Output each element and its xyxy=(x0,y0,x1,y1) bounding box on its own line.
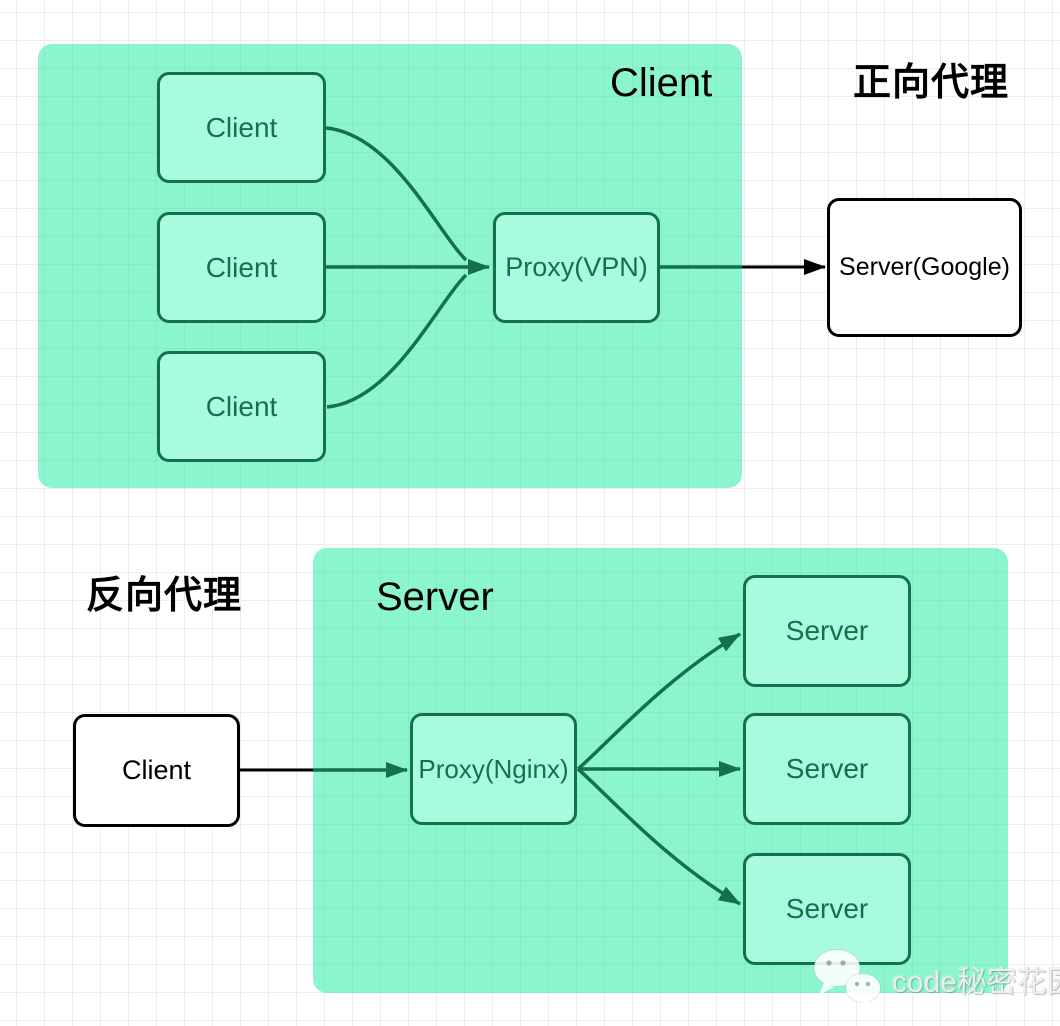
server-node-2: Server xyxy=(743,713,911,825)
forward-group-label: Client xyxy=(610,61,713,105)
wechat-icon xyxy=(813,949,881,1010)
server-google-node: Server(Google) xyxy=(827,198,1022,337)
reverse-proxy-title: 反向代理 xyxy=(86,575,243,617)
watermark: code秘密花园 xyxy=(810,946,1060,1012)
watermark-text: code秘密花园 xyxy=(892,966,1060,999)
proxy-nginx-node: Proxy(Nginx) xyxy=(410,713,577,825)
client-node-1: Client xyxy=(157,72,326,183)
server-node-3: Server xyxy=(743,853,911,965)
proxy-vpn-node: Proxy(VPN) xyxy=(493,212,660,323)
reverse-client-node: Client xyxy=(73,714,240,827)
client-node-2: Client xyxy=(157,212,326,323)
reverse-group-label: Server xyxy=(376,575,494,619)
server-node-1: Server xyxy=(743,575,911,687)
client-node-3: Client xyxy=(157,351,326,462)
forward-proxy-title: 正向代理 xyxy=(853,62,1010,104)
